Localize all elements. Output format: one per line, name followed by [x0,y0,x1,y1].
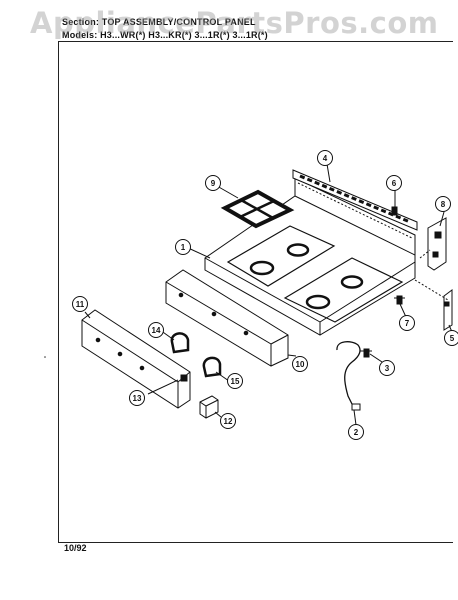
callout-6: 6 [392,179,397,188]
callout-8: 8 [441,200,446,209]
callout-10: 10 [296,360,305,369]
knob-clip [170,332,190,354]
wire-harness [336,341,361,411]
stray-dot [44,356,46,358]
callout-4: 4 [323,154,328,163]
callout-9: 9 [211,179,216,188]
control-panel [165,269,289,367]
callout-14: 14 [152,326,161,335]
knob-clip-2 [202,356,222,378]
side-bracket [427,217,447,271]
models-line: Models: H3...WR(*) H3...KR(*) 3...1R(*) … [62,30,268,40]
callout-13: 13 [133,394,142,403]
section-title: Section: TOP ASSEMBLY/CONTROL PANEL [62,17,256,27]
callout-1: 1 [181,243,186,252]
callout-5: 5 [450,334,455,343]
callout-12: 12 [224,417,233,426]
side-control-panel [81,309,191,409]
callout-15: 15 [231,377,240,386]
callout-7: 7 [405,319,410,328]
screw-3 [360,348,372,358]
watermark-logo: AppliancePartsPros.com [30,6,439,40]
cooktop-main-top [204,177,416,336]
revision-date: 10/92 [64,543,87,553]
callout-2: 2 [354,428,359,437]
switch-block [199,395,219,419]
burner-grate [220,189,295,229]
callout-3: 3 [385,364,390,373]
screw-7 [394,295,405,305]
callout-11: 11 [76,300,85,309]
end-bracket [443,289,453,331]
screw-6 [391,206,398,216]
diagram-frame [58,41,453,543]
